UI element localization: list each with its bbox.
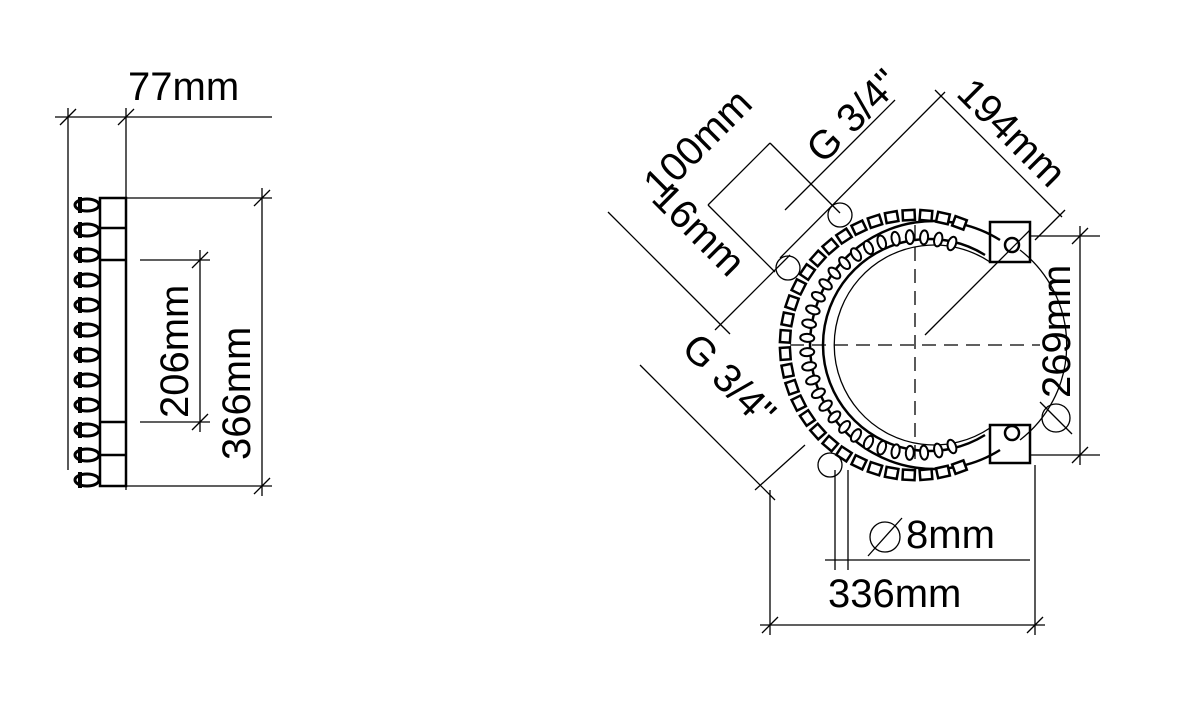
dim-366mm-label: 366mm bbox=[215, 327, 259, 460]
nozzle bbox=[820, 236, 852, 271]
side-body bbox=[98, 196, 128, 488]
nozzle bbox=[834, 226, 863, 262]
nozzle bbox=[779, 361, 818, 379]
nozzle bbox=[783, 374, 821, 397]
side-nozzle bbox=[73, 222, 101, 238]
nozzle bbox=[778, 345, 816, 362]
dim-336mm-label: 336mm bbox=[828, 572, 961, 616]
dim-line-194 bbox=[934, 89, 1063, 218]
connector-top bbox=[827, 202, 853, 228]
radius-leader bbox=[924, 229, 1031, 336]
nozzle bbox=[789, 387, 826, 413]
nozzle bbox=[946, 438, 969, 476]
nozzle bbox=[883, 443, 901, 481]
ring-nozzles bbox=[778, 208, 969, 482]
leader-thread-bottom bbox=[639, 364, 776, 501]
nozzle bbox=[783, 293, 821, 316]
nozzle bbox=[933, 210, 952, 248]
side-view: 77mm 366mm 206mm bbox=[55, 65, 272, 496]
nozzle bbox=[798, 399, 833, 428]
side-nozzle bbox=[73, 472, 101, 488]
diameter-symbol-269 bbox=[1041, 403, 1071, 433]
nozzle bbox=[946, 214, 969, 252]
ring-inner bbox=[821, 237, 986, 453]
thread-bottom-label: G 3/4" bbox=[674, 325, 784, 435]
side-nozzle bbox=[73, 447, 101, 463]
nozzle bbox=[789, 277, 826, 303]
side-nozzle bbox=[73, 422, 101, 438]
nozzle bbox=[866, 439, 888, 477]
side-nozzle bbox=[73, 347, 101, 363]
nozzle bbox=[778, 328, 816, 345]
nozzle bbox=[798, 262, 833, 291]
side-nozzles bbox=[73, 197, 101, 488]
nozzle bbox=[901, 444, 917, 482]
side-nozzle bbox=[73, 397, 101, 413]
nozzle bbox=[808, 410, 842, 442]
inlet-bottom bbox=[1003, 424, 1021, 442]
side-nozzle bbox=[73, 272, 101, 288]
nozzle bbox=[901, 208, 917, 246]
nozzle bbox=[808, 248, 842, 280]
inner-circle bbox=[833, 244, 991, 446]
dim-8mm-label: 8mm bbox=[906, 513, 995, 557]
mount-bracket-bottom bbox=[988, 423, 1032, 465]
dim-77mm-label: 77mm bbox=[128, 65, 239, 109]
nozzle bbox=[866, 213, 888, 251]
thread-top-label: G 3/4" bbox=[798, 61, 908, 171]
side-nozzle bbox=[73, 247, 101, 263]
nozzle bbox=[834, 428, 863, 464]
side-nozzle bbox=[73, 297, 101, 313]
top-view: 269mm 336mm 8mm 194mm G 3/4" 100mm 16mm bbox=[607, 61, 1100, 635]
leader-thread-top bbox=[784, 99, 896, 211]
side-nozzle bbox=[73, 197, 101, 213]
diameter-symbol-8 bbox=[869, 521, 901, 553]
nozzle bbox=[820, 419, 852, 454]
nozzle bbox=[849, 434, 875, 472]
connector-left-top bbox=[775, 255, 801, 281]
nozzle bbox=[849, 218, 875, 256]
dim-269mm-label: 269mm bbox=[1035, 265, 1079, 398]
side-nozzle bbox=[73, 372, 101, 388]
dim-194mm-label: 194mm bbox=[949, 70, 1074, 195]
dim-line-16 bbox=[607, 211, 731, 335]
dim-100mm-label: 100mm bbox=[635, 81, 760, 206]
side-nozzle bbox=[73, 322, 101, 338]
inlet-top bbox=[1003, 236, 1021, 254]
nozzle bbox=[779, 311, 818, 329]
ring-outer bbox=[808, 219, 1001, 471]
mount-bracket-top bbox=[988, 220, 1032, 264]
nozzle bbox=[918, 208, 934, 246]
dim-line-100 bbox=[707, 142, 771, 206]
dim-16mm-label: 16mm bbox=[644, 175, 754, 285]
nozzle bbox=[933, 442, 952, 480]
nozzle bbox=[918, 444, 934, 482]
connector-left-bottom bbox=[817, 452, 843, 478]
dim-206mm-label: 206mm bbox=[153, 285, 197, 418]
nozzle bbox=[883, 209, 901, 247]
